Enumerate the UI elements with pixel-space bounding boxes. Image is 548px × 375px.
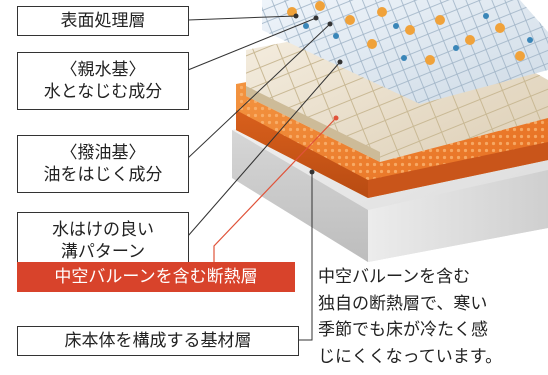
leader-surface (187, 15, 297, 21)
label-hydrophilic: 〈親水基〉 水となじむ成分 (17, 52, 189, 110)
leader-lines (187, 13, 343, 341)
leader-base (298, 172, 313, 341)
label-insulation-layer: 中空バルーンを含む断熱層 (17, 262, 295, 292)
label-oil-repellent: 〈撥油基〉 油をはじく成分 (17, 135, 189, 193)
leader-hydrophilic (187, 17, 317, 71)
label-groove-pattern: 水はけの良い 溝パターン (17, 212, 189, 270)
leader-insulation (213, 115, 339, 262)
leader-groove (187, 61, 341, 237)
label-surface-layer: 表面処理層 (17, 6, 189, 36)
leader-oil-repellent (187, 23, 331, 159)
label-base-layer: 床本体を構成する基材層 (17, 326, 299, 356)
surface-layer-block (262, 0, 548, 104)
description-text: 中空バルーンを含む 独自の断熱層で、寒い 季節でも床が冷たく感 じにくくなってい… (318, 267, 503, 367)
